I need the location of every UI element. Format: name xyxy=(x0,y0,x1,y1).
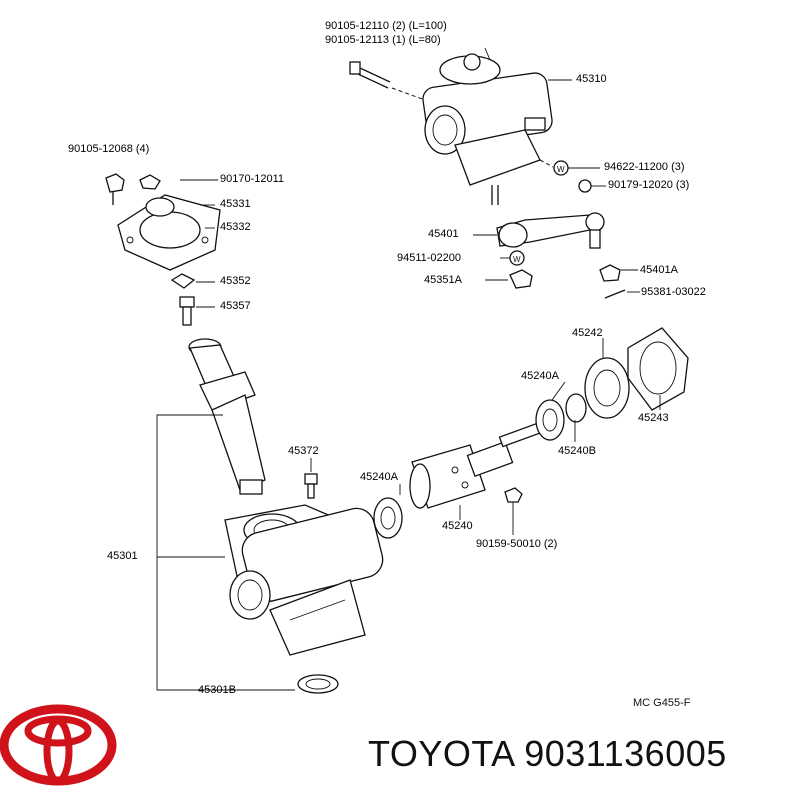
label-45301b: 45301B xyxy=(198,684,236,696)
label-bolt-a: 90105-12110 (2) (L=100) xyxy=(325,20,447,32)
brand-name: TOYOTA xyxy=(368,733,514,774)
part-number: 9031136005 xyxy=(524,733,727,774)
label-bolt-b: 90105-12113 (1) (L=80) xyxy=(325,34,441,46)
label-95381-03022: 95381-03022 xyxy=(641,286,706,298)
bearing-inner-drawing xyxy=(373,497,403,539)
label-45240a-top: 45240A xyxy=(521,370,559,382)
label-94622-11200: 94622-11200 (3) xyxy=(604,161,685,173)
label-45357: 45357 xyxy=(220,300,251,312)
label-45401a: 45401A xyxy=(640,264,678,276)
label-45331: 45331 xyxy=(220,198,251,210)
adjust-screw-drawing xyxy=(179,296,195,308)
nut-drawing xyxy=(139,174,161,190)
grease-fitting-drawing xyxy=(304,473,318,485)
label-94511-02200: 94511-02200 xyxy=(397,252,462,264)
nut-symbol xyxy=(578,179,592,193)
label-45372: 45372 xyxy=(288,445,319,457)
bearing-outer-drawing xyxy=(535,399,565,441)
label-45240: 45240 xyxy=(442,520,473,532)
bolt-head-drawing xyxy=(105,173,125,193)
label-45240a-bottom: 45240A xyxy=(360,471,398,483)
diagram-code: MC G455-F xyxy=(633,697,691,709)
label-45352: 45352 xyxy=(220,275,251,287)
pitman-arm-drawing xyxy=(496,212,605,249)
label-45240b: 45240B xyxy=(558,445,596,457)
label-45242: 45242 xyxy=(572,327,603,339)
brand-part-title: TOYOTA 9031136005 xyxy=(368,733,727,775)
adjusting-ring-drawing xyxy=(584,357,630,419)
svg-text:W: W xyxy=(513,255,521,264)
worm-shaft-drawing xyxy=(409,422,542,509)
lock-nut-drawing xyxy=(627,327,689,411)
small-screw-drawing xyxy=(504,487,523,503)
oil-seal-drawing xyxy=(297,674,339,694)
svg-text:W: W xyxy=(557,165,565,174)
label-90170-12011: 90170-12011 xyxy=(220,173,285,185)
label-90105-12068: 90105-12068 (4) xyxy=(68,143,150,155)
steering-gear-housing-drawing xyxy=(224,504,384,656)
label-90179-12020: 90179-12020 (3) xyxy=(608,179,690,191)
label-45243: 45243 xyxy=(638,412,669,424)
label-90159-50010: 90159-50010 (2) xyxy=(476,538,558,550)
cover-plate-drawing xyxy=(117,194,221,271)
label-45310: 45310 xyxy=(576,73,607,85)
label-45351a: 45351A xyxy=(424,274,462,286)
castle-nut-drawing xyxy=(509,269,533,289)
square-nut-drawing xyxy=(170,273,196,289)
sector-shaft-drawing xyxy=(188,338,266,495)
label-45332: 45332 xyxy=(220,221,251,233)
label-45401: 45401 xyxy=(428,228,459,240)
long-bolt-drawing xyxy=(349,61,426,101)
toyota-logo-icon xyxy=(0,704,117,786)
cotter-pin-drawing xyxy=(604,289,626,299)
label-45301: 45301 xyxy=(107,550,138,562)
gear-housing-top-drawing xyxy=(422,53,553,205)
